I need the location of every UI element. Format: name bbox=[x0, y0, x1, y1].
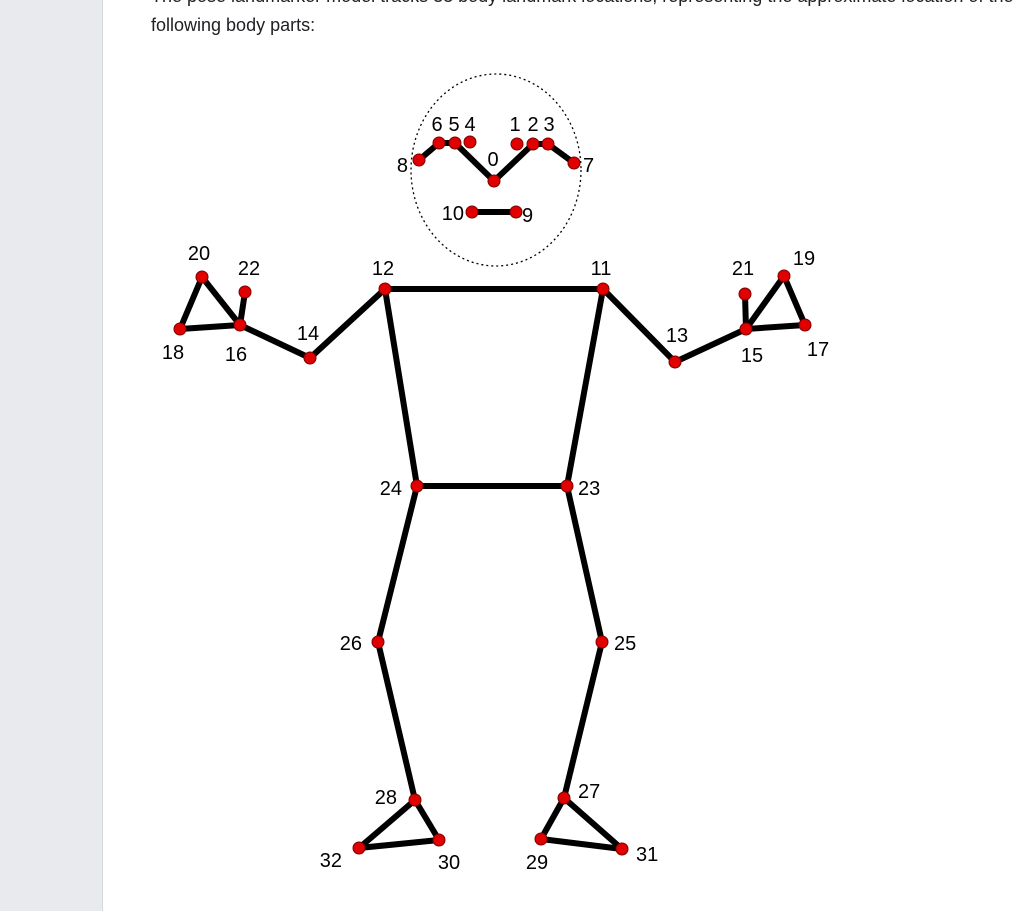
landmark-24 bbox=[410, 479, 424, 493]
landmark-label-26: 26 bbox=[340, 633, 362, 655]
landmark-label-29: 29 bbox=[526, 852, 548, 874]
landmark-label-30: 30 bbox=[438, 852, 460, 874]
landmark-20 bbox=[195, 270, 209, 284]
landmark-8 bbox=[412, 153, 426, 167]
landmark-label-17: 17 bbox=[807, 339, 829, 361]
connection-13-15 bbox=[672, 326, 749, 365]
landmark-14 bbox=[303, 351, 317, 365]
connection-12-14 bbox=[307, 286, 388, 361]
landmark-label-3: 3 bbox=[543, 114, 554, 136]
landmark-label-20: 20 bbox=[188, 243, 210, 265]
connection-28-32 bbox=[356, 797, 418, 851]
connection-29-31 bbox=[538, 836, 625, 852]
connection-16-18 bbox=[177, 322, 243, 332]
head-outline bbox=[410, 73, 582, 267]
landmark-32 bbox=[352, 841, 366, 855]
landmark-label-13: 13 bbox=[666, 325, 688, 347]
landmark-28 bbox=[408, 793, 422, 807]
connection-12-24 bbox=[382, 286, 420, 489]
connection-25-27 bbox=[561, 639, 605, 801]
landmark-30 bbox=[432, 833, 446, 847]
landmark-29 bbox=[534, 832, 548, 846]
landmark-17 bbox=[798, 318, 812, 332]
connection-17-19 bbox=[781, 273, 808, 328]
landmark-label-22: 22 bbox=[238, 258, 260, 280]
connection-18-20 bbox=[177, 274, 205, 332]
landmark-23 bbox=[560, 479, 574, 493]
landmark-label-12: 12 bbox=[372, 258, 394, 280]
landmark-27 bbox=[557, 791, 571, 805]
connection-19-15 bbox=[743, 273, 787, 332]
landmark-label-19: 19 bbox=[793, 248, 815, 270]
connection-30-28 bbox=[412, 797, 442, 843]
landmark-label-15: 15 bbox=[741, 345, 763, 367]
landmark-label-1: 1 bbox=[509, 114, 520, 136]
landmark-label-28: 28 bbox=[375, 787, 397, 809]
connection-14-16 bbox=[237, 322, 313, 361]
landmark-21 bbox=[738, 287, 752, 301]
landmark-4 bbox=[463, 135, 477, 149]
landmark-18 bbox=[173, 322, 187, 336]
landmark-label-7: 7 bbox=[583, 155, 594, 177]
landmark-label-27: 27 bbox=[578, 781, 600, 803]
landmark-label-24: 24 bbox=[380, 478, 402, 500]
landmark-points bbox=[173, 135, 812, 856]
connection-31-27 bbox=[561, 795, 625, 852]
connection-15-17 bbox=[743, 322, 808, 332]
landmark-11 bbox=[596, 282, 610, 296]
landmark-label-23: 23 bbox=[578, 478, 600, 500]
landmark-2 bbox=[526, 137, 540, 151]
landmark-label-4: 4 bbox=[464, 114, 475, 136]
landmark-7 bbox=[567, 156, 581, 170]
landmark-label-6: 6 bbox=[431, 114, 442, 136]
landmark-label-32: 32 bbox=[320, 850, 342, 872]
landmark-31 bbox=[615, 842, 629, 856]
landmark-3 bbox=[541, 137, 555, 151]
landmark-0 bbox=[487, 174, 501, 188]
landmark-label-31: 31 bbox=[636, 844, 658, 866]
connection-23-25 bbox=[564, 483, 605, 645]
landmark-label-8: 8 bbox=[397, 155, 408, 177]
landmark-label-10: 10 bbox=[442, 203, 464, 225]
landmark-19 bbox=[777, 269, 791, 283]
skeleton-connections bbox=[177, 140, 808, 852]
landmark-10 bbox=[465, 205, 479, 219]
landmark-26 bbox=[371, 635, 385, 649]
landmark-label-14: 14 bbox=[297, 323, 319, 345]
landmark-label-25: 25 bbox=[614, 633, 636, 655]
landmark-label-21: 21 bbox=[732, 258, 754, 280]
connection-26-28 bbox=[375, 639, 418, 803]
landmark-6 bbox=[432, 136, 446, 150]
landmark-12 bbox=[378, 282, 392, 296]
landmark-5 bbox=[448, 136, 462, 150]
connection-11-23 bbox=[564, 286, 606, 489]
connection-20-16 bbox=[199, 274, 243, 328]
left-sidebar bbox=[0, 0, 103, 911]
landmark-9 bbox=[509, 205, 523, 219]
connection-5-0 bbox=[452, 140, 497, 184]
landmark-label-9: 9 bbox=[522, 205, 533, 227]
landmark-label-2: 2 bbox=[527, 114, 538, 136]
landmark-label-18: 18 bbox=[162, 342, 184, 364]
landmark-label-16: 16 bbox=[225, 344, 247, 366]
connection-24-26 bbox=[375, 483, 420, 645]
connection-0-2 bbox=[491, 141, 536, 184]
landmark-label-5: 5 bbox=[448, 114, 459, 136]
landmark-16 bbox=[233, 318, 247, 332]
intro-paragraph: The pose landmarker model tracks 33 body… bbox=[151, 0, 1013, 35]
landmark-25 bbox=[595, 635, 609, 649]
connection-27-29 bbox=[538, 795, 567, 842]
landmark-label-11: 11 bbox=[591, 258, 612, 280]
landmark-13 bbox=[668, 355, 682, 369]
connection-11-13 bbox=[600, 286, 678, 365]
connection-32-30 bbox=[356, 837, 442, 851]
landmark-22 bbox=[238, 285, 252, 299]
landmark-label-0: 0 bbox=[487, 149, 498, 171]
landmark-15 bbox=[739, 322, 753, 336]
landmark-1 bbox=[510, 137, 524, 151]
